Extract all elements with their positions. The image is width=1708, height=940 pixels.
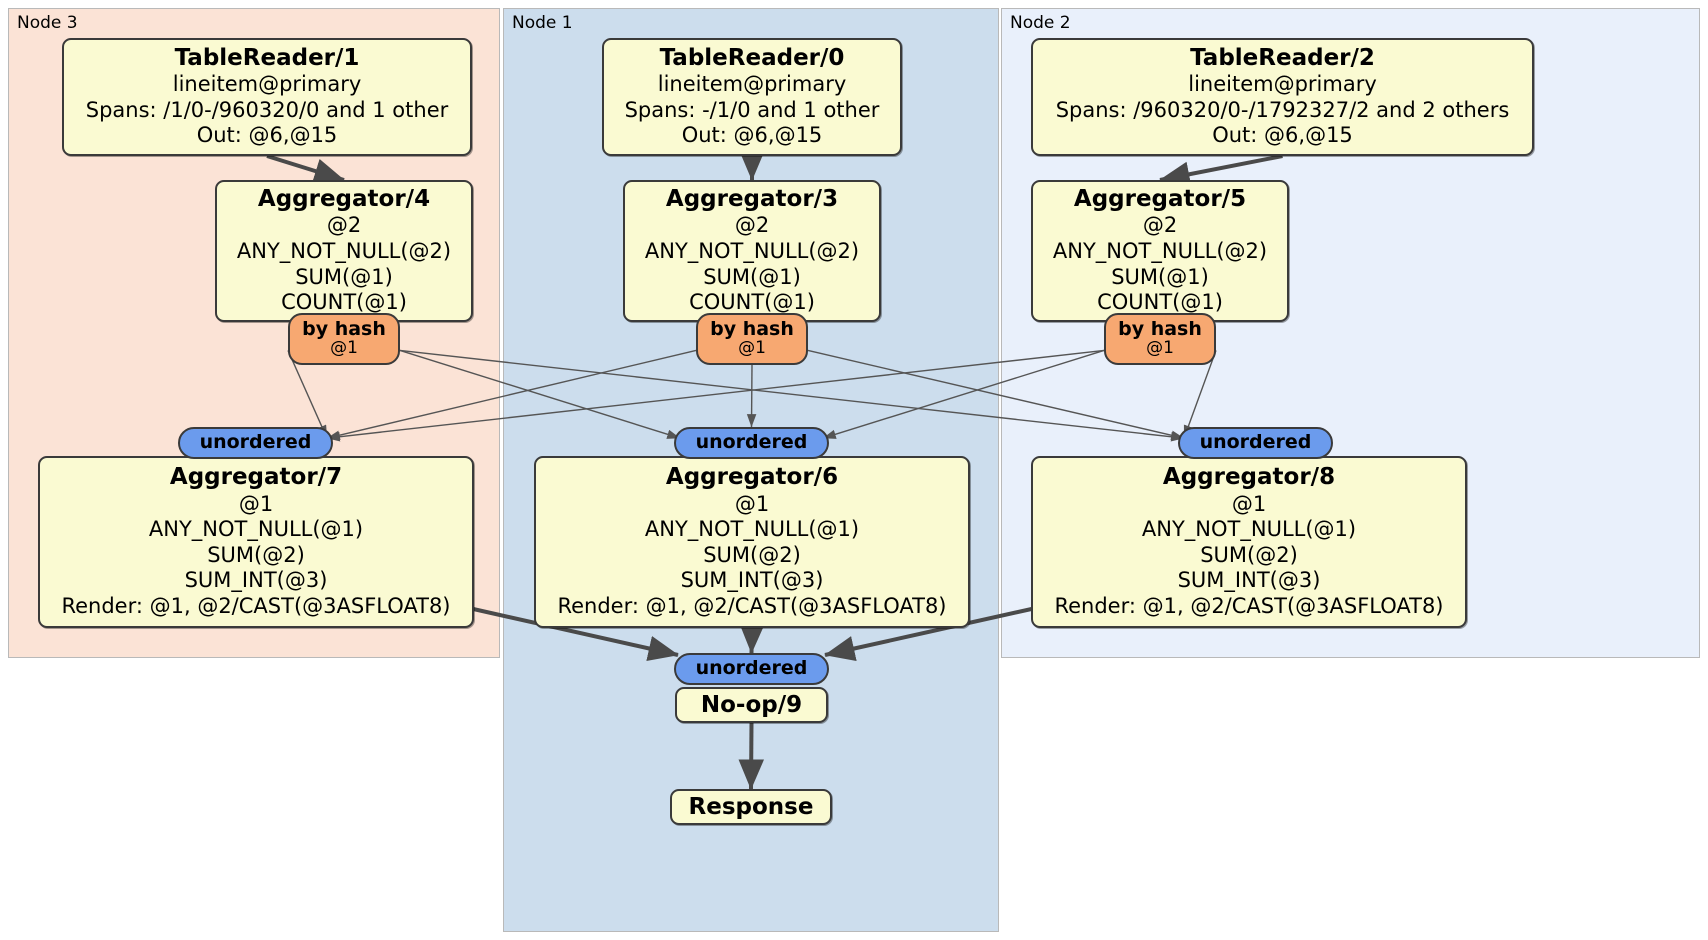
- processor-title: Aggregator/4: [257, 186, 431, 213]
- processor-title: No-op/9: [700, 692, 803, 718]
- synchronizer-label: unordered: [1199, 431, 1312, 454]
- processor-detail-line: Out: @6,@15: [681, 123, 823, 148]
- processor-title: Aggregator/3: [665, 186, 839, 213]
- processor-detail-line: @1: [734, 491, 770, 516]
- processor-title: TableReader/0: [659, 45, 845, 72]
- processor-detail-line: lineitem@primary: [172, 72, 362, 97]
- processor-detail-line: ANY_NOT_NULL(@1): [644, 517, 860, 542]
- processor-title: Aggregator/8: [1162, 464, 1336, 491]
- router-pill-by-hash-hash4[interactable]: by hash@1: [288, 313, 400, 365]
- processor-detail-line: SUM_INT(@3): [184, 568, 328, 593]
- router-label: by hash: [1118, 318, 1202, 341]
- synchronizer-pill-unordered-un9[interactable]: unordered: [674, 653, 829, 685]
- processor-detail-line: SUM_INT(@3): [1177, 568, 1321, 593]
- router-pill-by-hash-hash3[interactable]: by hash@1: [696, 313, 808, 365]
- processor-detail-line: SUM(@1): [1111, 264, 1209, 289]
- processor-detail-line: @1: [238, 491, 274, 516]
- node-panel-label: Node 1: [512, 13, 573, 33]
- node-panel-label: Node 2: [1010, 13, 1071, 33]
- processor-detail-line: COUNT(@1): [1097, 290, 1223, 315]
- synchronizer-pill-unordered-un6[interactable]: unordered: [674, 427, 829, 459]
- processor-title: TableReader/2: [1190, 45, 1375, 72]
- processor-detail-line: @2: [326, 213, 362, 238]
- processor-detail-line: ANY_NOT_NULL(@2): [644, 238, 860, 263]
- router-label: by hash: [302, 318, 386, 341]
- synchronizer-label: unordered: [695, 431, 808, 454]
- processor-detail-line: SUM(@2): [1200, 542, 1298, 567]
- processor-detail-line: SUM(@2): [703, 542, 801, 567]
- processor-detail-line: SUM(@1): [703, 264, 801, 289]
- processor-detail-line: ANY_NOT_NULL(@2): [236, 238, 452, 263]
- processor-detail-line: Spans: /960320/0-/1792327/2 and 2 others: [1055, 97, 1510, 122]
- processor-title: Aggregator/5: [1073, 186, 1247, 213]
- processor-detail-line: lineitem@primary: [657, 72, 847, 97]
- processor-title: TableReader/1: [174, 45, 360, 72]
- processor-box-noop9[interactable]: No-op/9: [675, 687, 828, 723]
- processor-detail-line: Render: @1, @2/CAST(@3ASFLOAT8): [1054, 593, 1444, 618]
- node-panel-label: Node 3: [17, 13, 78, 33]
- router-label: by hash: [710, 318, 794, 341]
- processor-detail-line: SUM(@1): [295, 264, 393, 289]
- processor-detail-line: ANY_NOT_NULL(@1): [1141, 517, 1357, 542]
- processor-detail-line: @1: [1231, 491, 1267, 516]
- router-pill-by-hash-hash5[interactable]: by hash@1: [1104, 313, 1216, 365]
- router-column: @1: [330, 338, 358, 359]
- router-column: @1: [1146, 338, 1174, 359]
- synchronizer-pill-unordered-un8[interactable]: unordered: [1178, 427, 1333, 459]
- processor-title: Aggregator/7: [169, 464, 343, 491]
- processor-box-response[interactable]: Response: [670, 789, 832, 825]
- synchronizer-label: unordered: [199, 431, 312, 454]
- processor-detail-line: @2: [734, 213, 770, 238]
- processor-title: Aggregator/6: [665, 464, 839, 491]
- processor-detail-line: COUNT(@1): [281, 290, 407, 315]
- processor-detail-line: lineitem@primary: [1188, 72, 1377, 97]
- synchronizer-label: unordered: [695, 657, 808, 680]
- processor-detail-line: Spans: /1/0-/960320/0 and 1 other: [85, 97, 449, 122]
- processor-detail-line: ANY_NOT_NULL(@1): [148, 517, 364, 542]
- processor-detail-line: SUM_INT(@3): [680, 568, 824, 593]
- processor-title: Response: [688, 794, 814, 820]
- processor-detail-line: Out: @6,@15: [1212, 123, 1353, 148]
- processor-detail-line: COUNT(@1): [689, 290, 815, 315]
- processor-detail-line: Render: @1, @2/CAST(@3ASFLOAT8): [557, 593, 947, 618]
- processor-detail-line: Render: @1, @2/CAST(@3ASFLOAT8): [61, 593, 451, 618]
- processor-detail-line: Out: @6,@15: [196, 123, 338, 148]
- synchronizer-pill-unordered-un7[interactable]: unordered: [178, 427, 333, 459]
- processor-detail-line: Spans: -/1/0 and 1 other: [624, 97, 880, 122]
- router-column: @1: [738, 338, 766, 359]
- processor-detail-line: SUM(@2): [207, 542, 305, 567]
- processor-detail-line: @2: [1142, 213, 1178, 238]
- processor-detail-line: ANY_NOT_NULL(@2): [1052, 238, 1268, 263]
